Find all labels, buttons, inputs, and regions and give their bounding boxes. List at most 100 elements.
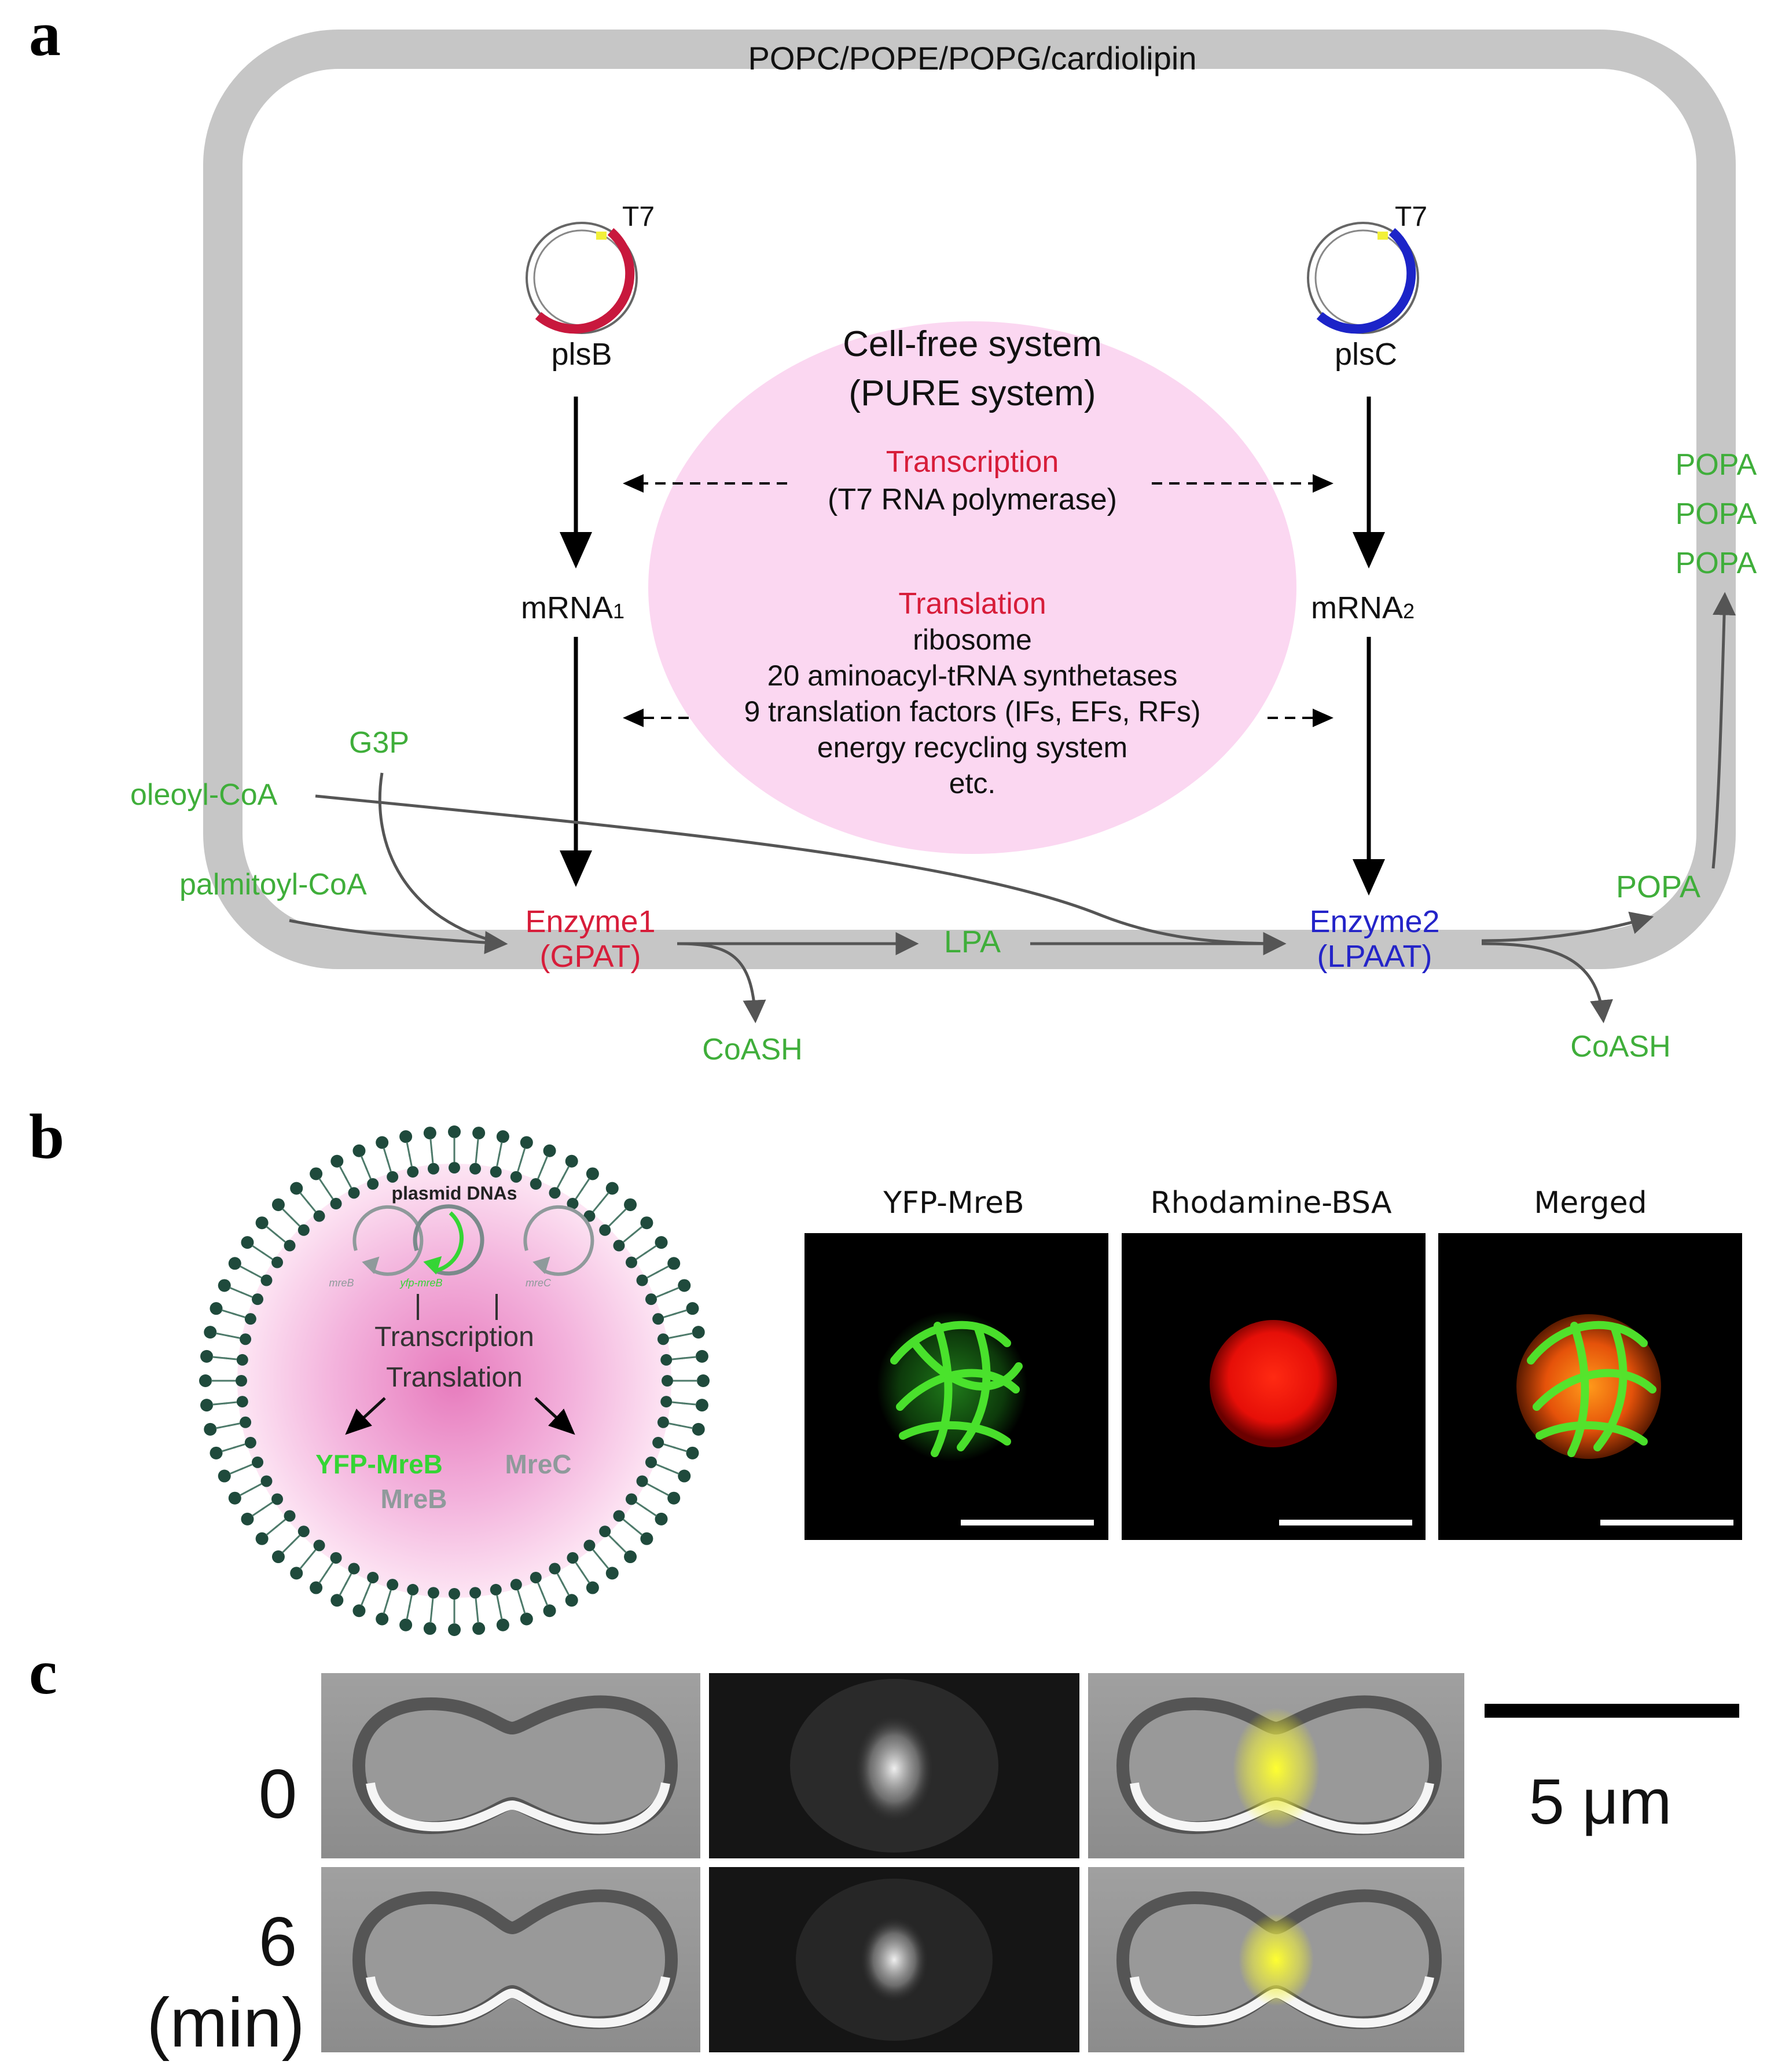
lipid-tail (668, 1334, 682, 1339)
lipid-tail (608, 1535, 619, 1545)
cell-membrane (203, 30, 1736, 969)
lipid-tail (386, 1158, 392, 1172)
lipid-head (218, 1279, 231, 1292)
lipid-tail (496, 1595, 501, 1608)
panel-b-letter: b (29, 1101, 64, 1172)
lipid-head (667, 1491, 681, 1505)
lipid-head (448, 1125, 461, 1138)
transcription-label-b: Transcription (374, 1322, 534, 1352)
reaction-arrows (289, 592, 1736, 1024)
lipid-head (313, 1210, 325, 1222)
lipid-head (636, 1475, 648, 1487)
lipid-head (567, 1198, 579, 1210)
lipid-head (490, 1583, 502, 1596)
lipid-head (567, 1552, 579, 1564)
lipid-head (472, 1127, 486, 1140)
lipid-head (692, 1422, 705, 1436)
lipid-tail (575, 1562, 584, 1574)
lipid-head (376, 1136, 389, 1149)
lipid-tail (537, 1166, 544, 1179)
lipid-head (240, 1333, 252, 1345)
panel-b: b plasmid DNAs mreB yfp-mreB mreC Transc… (29, 1101, 1742, 1636)
lipid-head (255, 1532, 269, 1545)
yfp-mreb-product: YFP-MreB (315, 1449, 443, 1479)
lipid-head (210, 1302, 223, 1315)
lipid-head (662, 1375, 673, 1387)
coash-label: CoASH (1570, 1030, 1670, 1063)
lipid-head (236, 1354, 248, 1366)
lpa-label: LPA (944, 925, 1001, 959)
lipid-head (352, 1144, 366, 1157)
lipid-tail (517, 1158, 523, 1172)
lipid-head (200, 1399, 214, 1412)
lipid-head (657, 1416, 669, 1428)
image-rhodamine-bsa (1122, 1233, 1426, 1540)
lipid-head (271, 1493, 284, 1505)
gene-yfp-mreb-label: yfp-mreB (399, 1277, 442, 1289)
popa-stack-item: POPA (1676, 448, 1757, 482)
mreb-product: MreB (380, 1484, 447, 1514)
lipid-head (284, 1510, 296, 1522)
lipid-head (236, 1375, 247, 1387)
lipid-head (652, 1436, 664, 1448)
lipid-head (583, 1539, 596, 1552)
lipid-tail (623, 1519, 634, 1528)
image-title-merged: Merged (1534, 1186, 1647, 1220)
image-title-yfp: YFP-MreB (883, 1186, 1024, 1220)
product-arrows (345, 1397, 575, 1435)
plasmid-plsc: T7 plsC (1307, 201, 1427, 372)
fluorescence-image-t0 (709, 1673, 1079, 1858)
lipid-head (657, 1333, 669, 1345)
lipid-head (697, 1374, 710, 1387)
merged-image-t6 (1088, 1867, 1464, 2052)
gene-plsb-label: plsB (551, 337, 612, 372)
image-merged (1438, 1233, 1742, 1540)
lipid-tail (537, 1582, 544, 1596)
cellfree-circle (648, 321, 1296, 854)
lipid-tail (232, 1443, 245, 1449)
lipid-head (645, 1456, 657, 1468)
lipid-tail (290, 1216, 300, 1227)
time-unit-label: (min) (146, 1984, 304, 2062)
fluorescence-image-t6 (709, 1867, 1079, 2052)
enzyme1-abbr: (GPAT) (540, 939, 641, 974)
lipid-head (399, 1130, 413, 1143)
lipid-tail (656, 1291, 669, 1298)
lipid-head (543, 1144, 556, 1157)
lipid-tail (325, 1187, 334, 1200)
lipid-tail (365, 1166, 372, 1179)
lipid-head (449, 1588, 460, 1600)
lipid-tail (223, 1357, 237, 1360)
lipid-tail (227, 1422, 240, 1427)
lipid-head (586, 1167, 599, 1180)
lipid-tail (592, 1201, 602, 1212)
lipid-head (645, 1293, 657, 1305)
image-title-rhodamine: Rhodamine-BSA (1150, 1186, 1391, 1220)
lipid-head (660, 1396, 673, 1408)
lipid-tail (274, 1519, 286, 1528)
lipid-tail (325, 1562, 334, 1574)
lipid-tail (608, 1216, 619, 1227)
lipid-head (625, 1493, 637, 1505)
lipid-head (260, 1274, 273, 1286)
mrna2-label: mRNA2 (1311, 591, 1415, 625)
plasmid-yfp-mreb (413, 1204, 484, 1276)
lipid-head (330, 1198, 342, 1210)
lipid-tail (556, 1573, 564, 1586)
lipid-head (613, 1510, 625, 1522)
lipid-tail (408, 1153, 413, 1167)
lipid-head (678, 1279, 691, 1292)
lipid-head (549, 1187, 561, 1199)
lipid-head (427, 1587, 439, 1599)
lipid-head (565, 1594, 578, 1607)
lipid-head (686, 1302, 699, 1315)
lipid-head (667, 1257, 681, 1270)
lipid-tail (261, 1501, 273, 1510)
lipid-head (218, 1469, 231, 1483)
lipid-tail (663, 1312, 677, 1318)
lipid-head (520, 1136, 533, 1149)
coash-label: CoASH (702, 1033, 802, 1066)
t7-promoter-mark (596, 232, 607, 240)
t7-label: T7 (622, 201, 655, 232)
lipid-head (640, 1216, 653, 1230)
